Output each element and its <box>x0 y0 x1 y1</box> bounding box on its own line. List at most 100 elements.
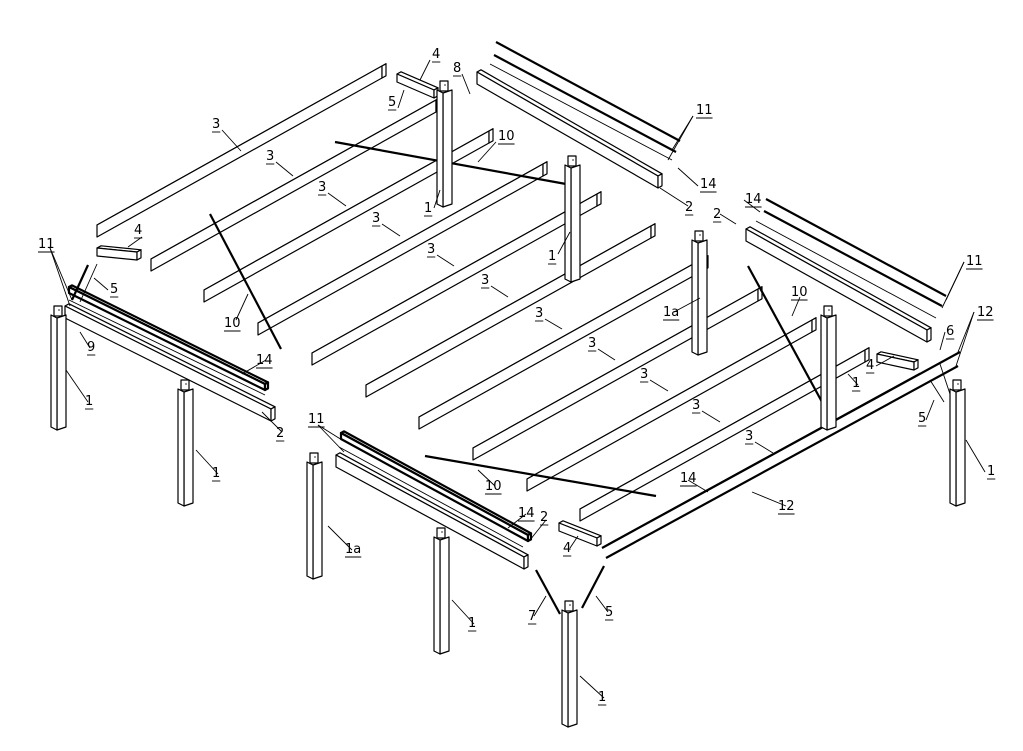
post-1-left-mid-front <box>183 388 194 507</box>
leader-line-35 <box>965 439 986 473</box>
leader-line-49 <box>507 513 527 529</box>
leader-line-38 <box>49 247 73 301</box>
leader-line-18 <box>557 231 571 255</box>
callout-1: 1 <box>468 616 476 631</box>
callout-3: 3 <box>212 117 220 132</box>
post-1a-front-left-front <box>312 461 323 580</box>
callout-1: 1 <box>598 690 606 705</box>
leader-line-4 <box>436 254 455 267</box>
callout-3: 3 <box>640 367 648 382</box>
callout-1a: 1a <box>345 542 361 557</box>
callout-4: 4 <box>563 541 571 556</box>
callout-3: 3 <box>427 242 435 257</box>
callout-2: 2 <box>540 510 548 525</box>
post-1a-front-left-side <box>306 461 314 580</box>
post-1-right-inner-front <box>826 314 837 431</box>
post-1-front-mid-front <box>439 536 450 655</box>
leader-line-54 <box>533 595 547 617</box>
callout-10: 10 <box>791 285 808 300</box>
rail-14-back <box>489 63 673 161</box>
rail-11-left-side <box>67 285 267 392</box>
leader-line-20 <box>667 115 694 161</box>
rail-12-a <box>601 351 961 549</box>
post-1-front-corner-tab <box>564 600 574 612</box>
post-1-right-corner-tab <box>952 379 962 391</box>
leader-line-46 <box>317 424 343 441</box>
callout-1: 1 <box>852 376 860 391</box>
leader-line-24 <box>719 213 737 225</box>
post-1-front-mid-tab <box>436 527 446 539</box>
leader-line-8 <box>649 379 669 392</box>
callout-12: 12 <box>977 305 994 320</box>
leader-line-33 <box>673 297 701 313</box>
leader-line-10 <box>754 441 774 454</box>
purlin-3-j-end <box>864 347 870 363</box>
callout-2: 2 <box>685 200 693 215</box>
bracket-5-front <box>581 565 605 609</box>
callout-5: 5 <box>605 605 613 620</box>
callout-7: 7 <box>528 609 536 624</box>
callout-5: 5 <box>918 411 926 426</box>
callout-11: 11 <box>308 412 325 427</box>
callout-4: 4 <box>432 47 440 62</box>
callout-5: 5 <box>388 95 396 110</box>
leader-line-28 <box>955 311 975 367</box>
callout-8: 8 <box>453 61 461 76</box>
leader-line-0 <box>221 129 242 152</box>
post-1-right-inner-tab <box>823 305 833 317</box>
post-1-front-corner-front <box>567 609 578 728</box>
rail-11-left-end <box>263 381 270 392</box>
rail-2-front-side <box>335 454 525 570</box>
leader-line-56 <box>579 675 605 699</box>
leader-line-7 <box>597 348 616 361</box>
leader-line-47 <box>317 424 345 453</box>
callout-3: 3 <box>588 336 596 351</box>
post-1-front-mid-side <box>433 536 441 655</box>
post-1-back-b-tab <box>567 155 577 167</box>
leader-line-53 <box>451 599 475 625</box>
leader-line-15 <box>477 141 497 163</box>
block-4-left-end <box>136 249 142 261</box>
post-1-back-b-side <box>564 164 572 283</box>
rail-2-right-end <box>926 327 932 343</box>
post-1-left-mid-tab <box>180 379 190 391</box>
block-4-bottom-end <box>596 535 602 547</box>
brace-10-right <box>747 265 823 403</box>
bracket-5-left <box>70 264 90 301</box>
rail-12-b <box>605 365 959 559</box>
leader-line-40 <box>93 277 109 291</box>
purlin-3-c-end <box>488 128 494 144</box>
brace-10-left <box>209 213 282 350</box>
callout-6: 6 <box>946 324 954 339</box>
post-1a-front-left-tab <box>309 452 319 464</box>
rail-2-front-end <box>523 554 529 570</box>
rail-14-right <box>755 220 937 319</box>
rail-2-left-end <box>270 406 276 422</box>
callout-10: 10 <box>498 129 515 144</box>
leader-line-50 <box>529 519 547 541</box>
callout-10: 10 <box>485 479 502 494</box>
rail-14-left <box>68 299 266 396</box>
post-1-back-a-side <box>436 89 444 208</box>
rail-2-back-end <box>657 173 663 189</box>
leader-line-5 <box>490 285 509 298</box>
leader-line-13 <box>461 73 471 95</box>
bracket-5-right <box>929 379 945 403</box>
callout-3: 3 <box>481 273 489 288</box>
leader-line-23 <box>743 199 761 213</box>
callout-14: 14 <box>700 177 717 192</box>
post-1-left-front-front <box>56 314 67 431</box>
callout-12: 12 <box>778 499 795 514</box>
brace-10-bottom <box>424 454 657 498</box>
leader-line-14 <box>127 236 143 248</box>
post-1-right-corner-front <box>955 388 966 507</box>
leader-line-29 <box>939 331 946 351</box>
callout-labels: 3 3 3 3 3 3 3 3 3 3 3 4 5 8 4 10 10 1 1 … <box>38 47 996 706</box>
callout-2: 2 <box>276 426 284 441</box>
rail-11-r-b <box>763 210 943 307</box>
leader-line-55 <box>595 595 609 613</box>
rail-11-r-a <box>765 198 947 297</box>
purlin-3-a-end <box>381 63 387 79</box>
leader-line-42 <box>65 369 89 403</box>
leader-line-1 <box>275 161 294 177</box>
